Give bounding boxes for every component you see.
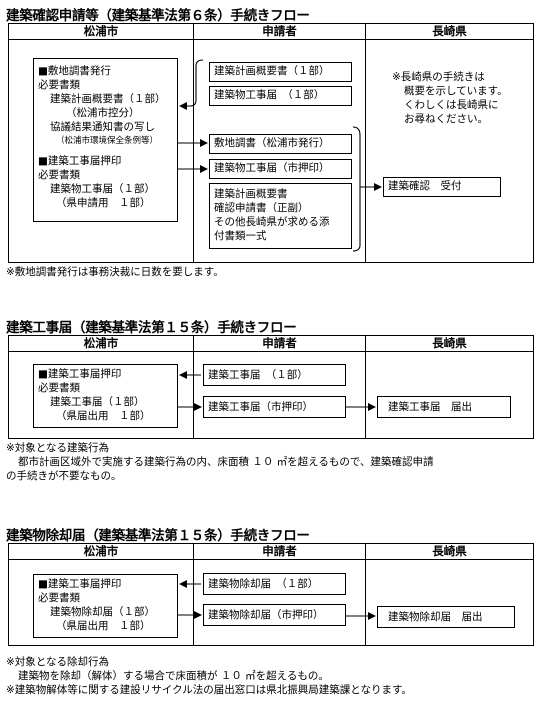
section3-title: 建築物除却届（建築基準法第１５条）手続きフロー: [6, 528, 310, 544]
section2-notes: ※対象となる建築行為 都市計画区域外で実施する建築行為の内、床面積 １０ ㎡を超…: [6, 441, 433, 483]
section1-divider-2: [365, 24, 366, 262]
section2-city-box: ■建築工事届押印 必要書類 建築工事届（１部） （県届出用 １部）: [33, 364, 178, 428]
city-item: ■敷地調書発行: [38, 65, 111, 77]
section1-city-box: ■敷地調書発行 必要書類 建築計画概要書（１部） （松浦市控分） 協議結果通知書…: [33, 58, 178, 222]
city-item: （県届出用 １部）: [56, 410, 151, 422]
section3-col-city: 松浦市: [9, 544, 193, 560]
section3-divider-1: [193, 544, 194, 645]
city-item: 建築物工事届（１部）: [50, 183, 155, 195]
section1-pref-note: ※長崎県の手続きは 概要を示しています。 くわしくは長崎県に お尋ねください。: [392, 70, 508, 126]
pref-note-line: お尋ねください。: [404, 113, 488, 125]
section1-applicant-top-2: 建築物工事届 （１部）: [209, 86, 352, 106]
city-item: （松浦市控分）: [66, 107, 140, 119]
section3-col-applicant: 申請者: [194, 544, 365, 560]
section1-applicant-top-1: 建築計画概要書（１部）: [209, 62, 352, 82]
section3-col-prefecture: 長崎県: [366, 544, 533, 560]
section1-applicant-bottom-3: 建築計画概要書 確認申請書（正副） その他長崎県が求める添 付書類一式: [209, 183, 352, 249]
city-item: 建築物除却届（１部）: [50, 606, 155, 618]
section2-applicant-2: 建築工事届（市押印）: [203, 396, 346, 418]
city-item: 必要書類: [38, 382, 80, 394]
doc-item: 建築計画概要書: [214, 188, 288, 200]
section1-applicant-bottom-1: 敷地調書（松浦市発行）: [209, 134, 352, 154]
section1-applicant-bottom-2: 建築物工事届（市押印）: [209, 159, 352, 179]
city-item: 建築工事届（１部）: [50, 396, 145, 408]
section1-pref-box: 建築確認 受付: [383, 177, 501, 197]
section2-divider-1: [193, 336, 194, 438]
pref-note-line: くわしくは長崎県に: [404, 99, 499, 111]
section1-frame: [8, 23, 534, 263]
section3-applicant-2: 建築物除却届（市押印）: [203, 604, 346, 626]
city-item: 必要書類: [38, 592, 80, 604]
section3-pref-box: 建築物除却届 届出: [377, 606, 515, 628]
section3-frame: [8, 543, 534, 646]
note-line: の手続きが不要なもの。: [6, 470, 122, 482]
city-item: （県申請用 １部）: [56, 197, 151, 209]
note-line: ※対象となる除却行為: [6, 656, 109, 668]
city-item: ■建築工事届押印: [38, 368, 122, 380]
note-line: 都市計画区域外で実施する建築行為の内、床面積 １０ ㎡を超えるもので、建築確認申…: [18, 456, 434, 468]
section3-divider-2: [365, 544, 366, 645]
city-item: ■建築工事届押印: [38, 578, 122, 590]
pref-note-line: ※長崎県の手続きは: [392, 71, 485, 83]
section2-pref-box: 建築工事届 届出: [377, 396, 511, 418]
note-line: ※対象となる建築行為: [6, 442, 109, 454]
note-line: 建築物を除却（解体）する場合で床面積が １０ ㎡を超えるもの。: [18, 670, 329, 682]
section2-frame: [8, 335, 534, 439]
section2-col-city: 松浦市: [9, 336, 193, 352]
section2-col-prefecture: 長崎県: [366, 336, 533, 352]
section2-col-applicant: 申請者: [194, 336, 365, 352]
section1-title: 建築確認申請等（建築基準法第６条）手続きフロー: [6, 8, 310, 24]
city-item: 必要書類: [38, 79, 80, 91]
pref-note-line: 概要を示しています。: [404, 85, 508, 97]
section2-divider-2: [365, 336, 366, 438]
section3-applicant-1: 建築物除却届 （１部）: [203, 573, 346, 595]
doc-item: 確認申請書（正副）: [214, 202, 309, 214]
city-item: 建築計画概要書（１部）: [50, 93, 166, 105]
section1-col-applicant: 申請者: [194, 24, 365, 40]
section3-notes: ※対象となる除却行為 建築物を除却（解体）する場合で床面積が １０ ㎡を超えるも…: [6, 655, 412, 697]
bracket-s1-applicant: [352, 126, 361, 252]
section1-footnote: ※敷地調書発行は事務決裁に日数を要します。: [6, 266, 224, 278]
note-line: ※建築物解体等に関する建設リサイクル法の届出窓口は県北振興局建築課となります。: [6, 684, 412, 696]
section2-title: 建築工事届（建築基準法第１５条）手続きフロー: [6, 320, 297, 336]
section2-applicant-1: 建築工事届 （１部）: [203, 364, 346, 386]
city-item: （県届出用 １部）: [56, 620, 151, 632]
section1-col-city: 松浦市: [9, 24, 193, 40]
city-item: 必要書類: [38, 169, 80, 181]
doc-item: 付書類一式: [214, 230, 267, 242]
arrow-s1-to-city: [179, 59, 204, 110]
city-item: （松浦市環境保全条例等）: [56, 136, 159, 146]
doc-item: その他長崎県が求める添: [214, 216, 330, 228]
city-item: 協議結果通知書の写し: [50, 121, 155, 133]
city-item: ■建築工事届押印: [38, 155, 122, 167]
section3-city-box: ■建築工事届押印 必要書類 建築物除却届（１部） （県届出用 １部）: [33, 574, 178, 638]
section1-col-prefecture: 長崎県: [366, 24, 533, 40]
